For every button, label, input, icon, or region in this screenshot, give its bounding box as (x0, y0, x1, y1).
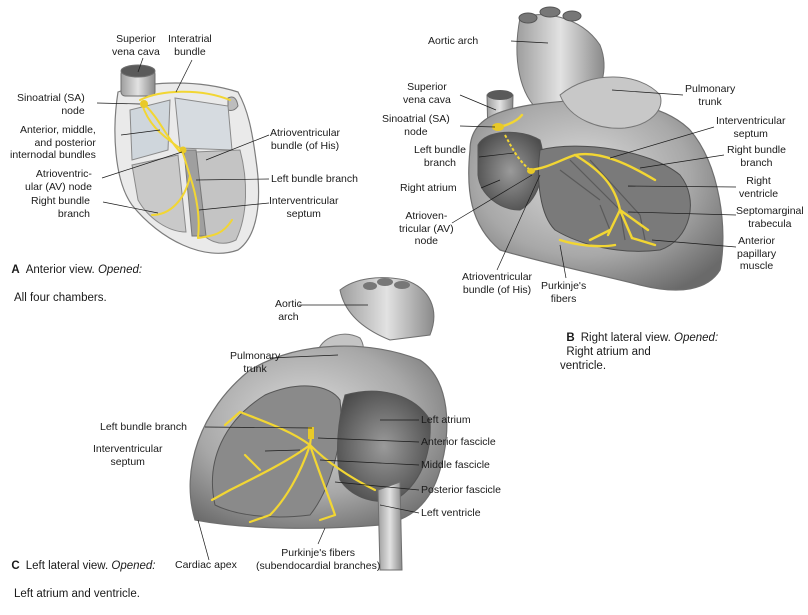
caption-c-letter: C (11, 560, 20, 572)
caption-b-opened: Opened: (674, 332, 719, 344)
caption-a-title: Anterior view. (25, 264, 95, 276)
label-b-right-ventricle: Right ventricle (739, 175, 779, 200)
caption-a-detail: All four chambers. (14, 292, 107, 304)
label-c-anterior-fascicle: Anterior fascicle (421, 436, 496, 448)
panel-c-leaders (197, 304, 420, 561)
label-c-left-bundle-branch: Left bundle branch (100, 421, 187, 433)
label-a-sa-node: Sinoatrial (SA) node (17, 92, 85, 117)
caption-c-detail: Left atrium and ventricle. (14, 588, 140, 600)
label-a-left-bundle-branch: Left bundle branch (271, 173, 358, 185)
label-c-middle-fascicle: Middle fascicle (421, 459, 490, 471)
label-c-interventricular-septum: Interventricular septum (93, 443, 163, 468)
label-b-purkinje: Purkinje's fibers (541, 280, 587, 305)
caption-b-letter: B (566, 332, 575, 344)
panel-a-leaders (96, 57, 270, 214)
label-c-pulmonary-trunk: Pulmonary trunk (230, 350, 281, 375)
label-a-av-node: Atrioventric- ular (AV) node (25, 168, 92, 193)
panel-c-heart (189, 277, 448, 571)
label-b-sa-node: Sinoatrial (SA) node (382, 113, 450, 138)
caption-c: C Left lateral view. Opened: Left atrium … (5, 545, 156, 615)
label-c-purkinje: Purkinje's fibers (subendocardial branch… (256, 547, 381, 572)
panel-b-leaders (451, 40, 737, 279)
panel-b-heart (468, 6, 724, 291)
caption-b-detail: Right atrium and ventricle. (560, 346, 651, 372)
label-a-superior-vena-cava: Superior vena cava (112, 33, 160, 58)
label-b-anterior-papillary-muscle: Anterior papillary muscle (737, 235, 777, 272)
caption-a-letter: A (11, 264, 20, 276)
caption-c-opened: Opened: (111, 560, 156, 572)
figure: Superior vena cava Interatrial bundle Si… (5, 6, 804, 600)
label-b-aortic-arch: Aortic arch (428, 35, 479, 47)
label-b-septomarginal-trabecula: Septomarginal trabecula (736, 205, 804, 230)
label-b-superior-vena-cava: Superior vena cava (403, 81, 451, 106)
label-c-left-atrium: Left atrium (421, 414, 471, 426)
label-b-interventricular-septum: Interventricular septum (716, 115, 786, 140)
label-c-left-ventricle: Left ventricle (421, 507, 481, 519)
label-c-aortic-arch: Aortic arch (275, 298, 302, 323)
label-b-av-node: Atrioven- tricular (AV) node (399, 210, 454, 247)
label-a-interatrial-bundle: Interatrial bundle (168, 33, 212, 58)
label-b-bundle-of-his: Atrioventricular bundle (of His) (462, 271, 533, 296)
caption-b: B Right lateral view. Opened: Right atriu… (560, 317, 718, 373)
label-b-right-atrium: Right atrium (400, 182, 457, 194)
label-a-interventricular-septum: Interventricular septum (269, 195, 339, 220)
caption-b-title: Right lateral view. (580, 332, 671, 344)
label-c-posterior-fascicle: Posterior fascicle (421, 484, 501, 496)
label-b-pulmonary-trunk: Pulmonary trunk (685, 83, 736, 108)
label-a-bundle-of-his: Atrioventricular bundle (of His) (270, 127, 341, 152)
label-c-cardiac-apex: Cardiac apex (175, 559, 237, 571)
caption-a: A Anterior view. Opened: All four chamber… (5, 249, 142, 319)
panel-a-heart (114, 64, 260, 254)
label-b-left-bundle-branch: Left bundle branch (414, 144, 466, 169)
caption-c-title: Left lateral view. (25, 560, 109, 572)
illustration (96, 6, 737, 571)
label-a-internodal-bundles: Anterior, middle, and posterior internod… (10, 124, 96, 161)
label-b-right-bundle-branch: Right bundle branch (727, 144, 786, 169)
label-a-right-bundle-branch: Right bundle branch (31, 195, 90, 220)
caption-a-opened: Opened: (97, 264, 143, 276)
